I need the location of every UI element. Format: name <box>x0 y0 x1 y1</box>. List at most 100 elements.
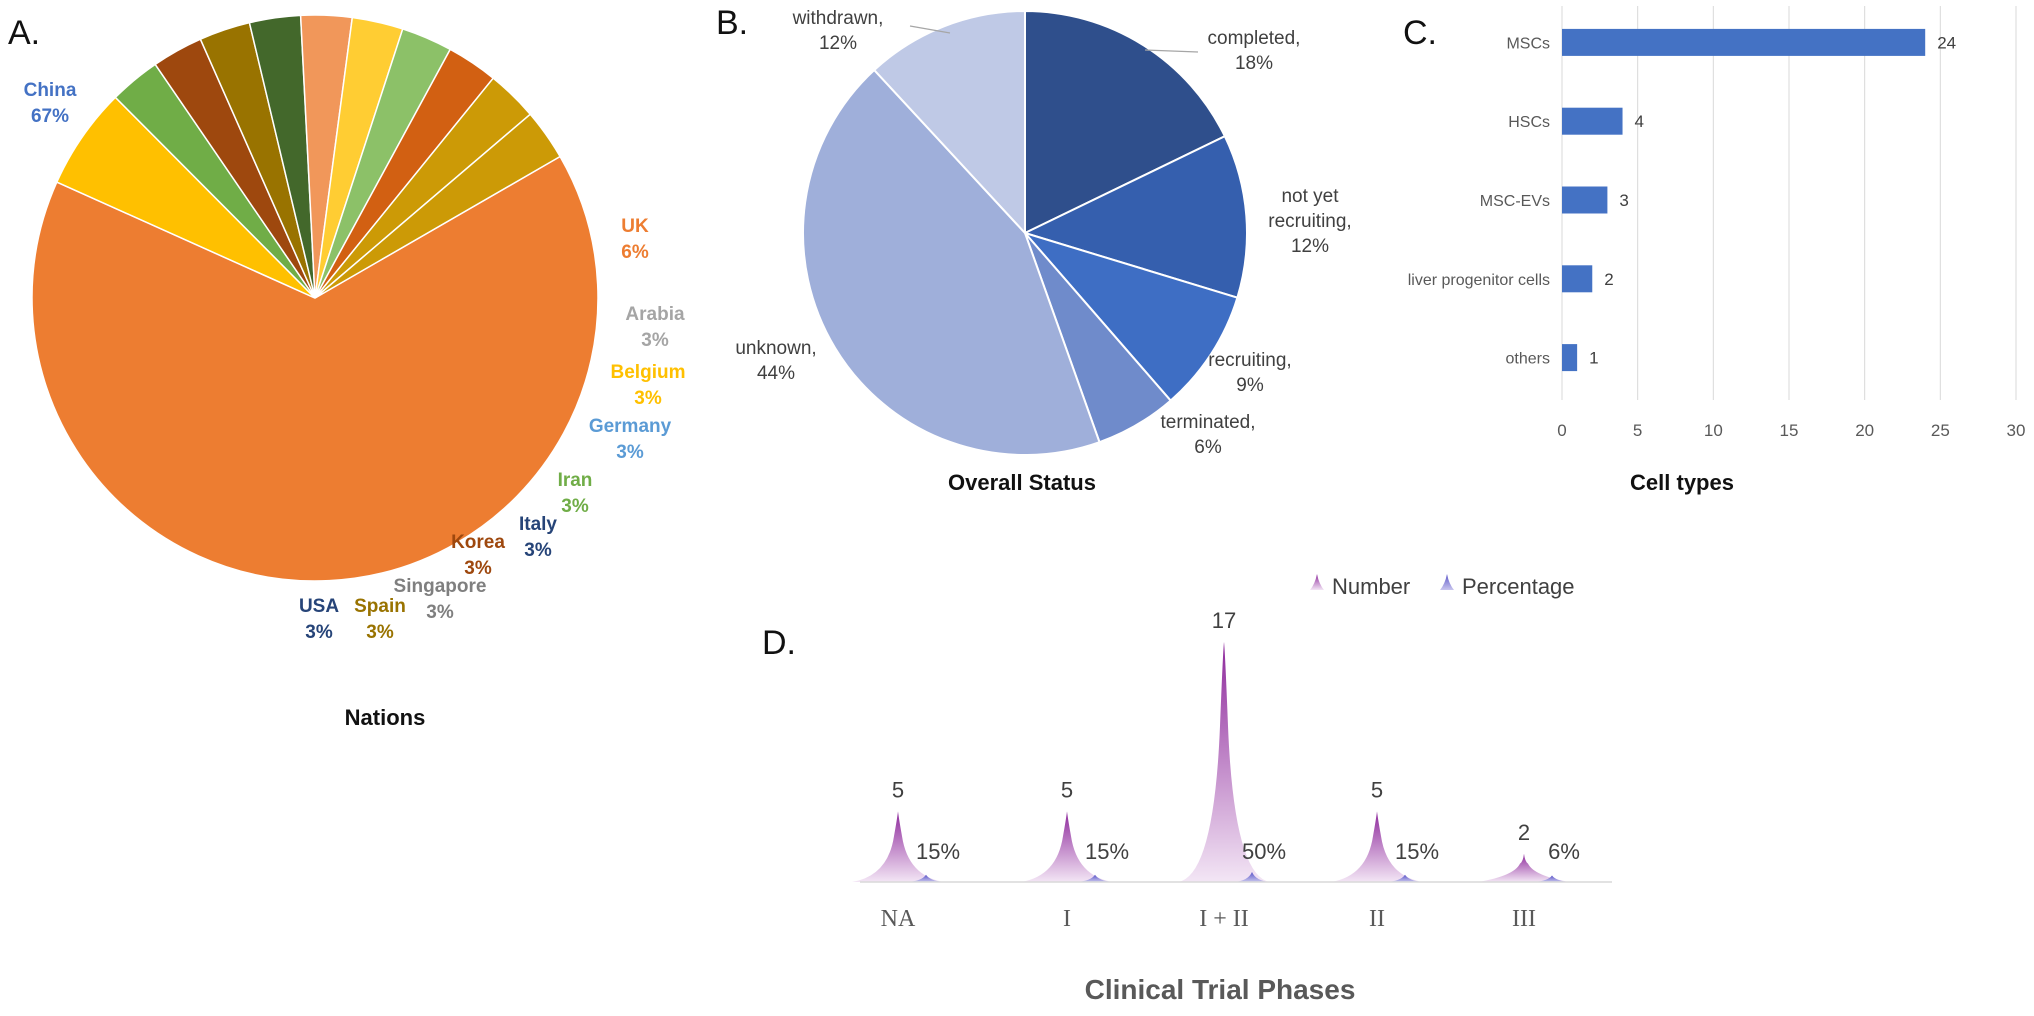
phase-category-label: III <box>1512 906 1536 932</box>
phase-number-label: 5 <box>892 777 904 802</box>
phase-number-label: 5 <box>1371 777 1383 802</box>
status-slice-name: recruiting, <box>1268 211 1351 232</box>
nations-slice-percent: 3% <box>305 622 333 643</box>
status-slice <box>1024 9 1227 235</box>
cell-types-bar <box>1562 265 1593 293</box>
status-slice-percent: 18% <box>1235 53 1273 74</box>
phase-number-label: 17 <box>1212 608 1236 633</box>
nations-slice-name: Arabia <box>625 304 685 325</box>
nations-slice-name: Spain <box>354 596 406 617</box>
nations-pie: China 67% UK 6% Arabia 3% Belgium 3% Germany 3% Ir… <box>24 14 686 643</box>
panel-b-letter: B. <box>716 4 748 42</box>
cell-types-title: Cell types <box>1630 470 1734 495</box>
nations-slice-name: USA <box>299 596 339 617</box>
overall-status-pie: completed,18%not yetrecruiting,12%recrui… <box>735 8 1351 458</box>
nations-slice-name: Singapore <box>394 576 487 597</box>
phase-percentage-spike <box>1534 875 1570 882</box>
cell-types-bar <box>1562 186 1608 214</box>
nations-slice-name: Germany <box>589 416 672 437</box>
cell-types-category: others <box>1506 351 1550 368</box>
status-slice-percent: 12% <box>819 33 857 54</box>
nations-slice-name: Korea <box>451 532 505 553</box>
nations-slice-name: China <box>24 80 77 101</box>
status-slice-name: withdrawn, <box>792 8 884 29</box>
overall-status-title: Overall Status <box>948 470 1096 495</box>
phase-percentage-label: 6% <box>1548 839 1580 864</box>
nations-slice-percent: 6% <box>621 242 649 263</box>
status-slice <box>802 68 1101 456</box>
cell-types-value-label: 2 <box>1604 270 1613 289</box>
nations-slice-name: Italy <box>519 514 557 535</box>
nations-slice-percent: 3% <box>616 442 644 463</box>
nations-slice-percent: 3% <box>366 622 394 643</box>
phase-category-label: NA <box>881 906 916 932</box>
cell-types-x-tick: 0 <box>1557 421 1566 440</box>
nations-slice-name: UK <box>621 216 649 237</box>
phase-number-spike <box>1021 811 1113 882</box>
cell-types-x-tick: 30 <box>2007 421 2026 440</box>
status-slice <box>872 9 1026 236</box>
status-slice-name: unknown, <box>735 338 816 359</box>
status-slice <box>1021 231 1239 402</box>
nations-title: Nations <box>345 705 426 730</box>
nations-slice-percent: 3% <box>464 558 492 579</box>
phase-number-spike <box>852 811 944 882</box>
nations-slice <box>314 113 562 299</box>
cell-types-category: liver progenitor cells <box>1408 272 1550 289</box>
nations-slice-percent: 67% <box>31 106 69 127</box>
panel-a: A. China 67% UK 6% Arabia 3% Belgium 3% Germany 3… <box>8 14 685 730</box>
status-slice-percent: 9% <box>1236 375 1264 396</box>
panel-a-letter: A. <box>8 14 40 52</box>
status-slice-name: terminated, <box>1160 412 1255 433</box>
status-slice-percent: 44% <box>757 363 795 384</box>
phase-number-spike <box>1331 811 1423 882</box>
cell-types-value-label: 1 <box>1589 349 1598 368</box>
phase-percentage-spike <box>908 874 944 882</box>
legend-number-label: Number <box>1332 574 1410 599</box>
nations-slice-percent: 3% <box>641 330 669 351</box>
phase-category-label: I + II <box>1199 906 1249 932</box>
status-slice-percent: 6% <box>1194 437 1222 458</box>
nations-slice-percent: 3% <box>426 602 454 623</box>
cell-types-x-tick: 5 <box>1633 421 1642 440</box>
phase-number-spike <box>1178 642 1270 882</box>
status-slice-percent: 12% <box>1291 236 1329 257</box>
cell-types-bar <box>1562 344 1578 372</box>
legend-number-swatch <box>1310 574 1324 590</box>
status-leader-line <box>1144 49 1199 53</box>
phase-percentage-label: 50% <box>1242 839 1286 864</box>
phase-percentage-label: 15% <box>1085 839 1129 864</box>
cell-types-x-tick: 25 <box>1931 421 1950 440</box>
status-slice-name: recruiting, <box>1208 350 1291 371</box>
cell-types-x-tick: 20 <box>1855 421 1874 440</box>
cell-types-x-tick: 15 <box>1780 421 1799 440</box>
status-slice <box>1022 134 1248 299</box>
panel-c-letter: C. <box>1403 14 1437 52</box>
nations-slice-name: Belgium <box>611 362 686 383</box>
phase-number-label: 5 <box>1061 777 1073 802</box>
cell-types-category: HSCs <box>1508 114 1550 131</box>
cell-types-value-label: 24 <box>1937 33 1956 52</box>
nations-slice-percent: 3% <box>634 388 662 409</box>
status-slice-name: not yet <box>1281 186 1339 207</box>
nations-slice-percent: 3% <box>524 540 552 561</box>
status-leader-line <box>909 25 951 34</box>
phase-category-label: I <box>1063 906 1071 932</box>
cell-types-value-label: 4 <box>1635 112 1644 131</box>
cell-types-value-label: 3 <box>1619 191 1628 210</box>
cell-types-category: MSC-EVs <box>1480 193 1550 210</box>
nations-slice-name: Iran <box>558 470 593 491</box>
phase-percentage-label: 15% <box>1395 839 1439 864</box>
panel-d-letter: D. <box>762 624 796 662</box>
phase-percentage-spike <box>1387 874 1423 882</box>
cell-types-bar <box>1562 28 1926 56</box>
cell-types-bar <box>1562 107 1623 135</box>
phase-number-spike <box>1478 853 1570 882</box>
clinical-phases-title: Clinical Trial Phases <box>1085 974 1356 1005</box>
panel-b: B. completed,18%not yetrecruiting,12%rec… <box>716 4 1352 495</box>
